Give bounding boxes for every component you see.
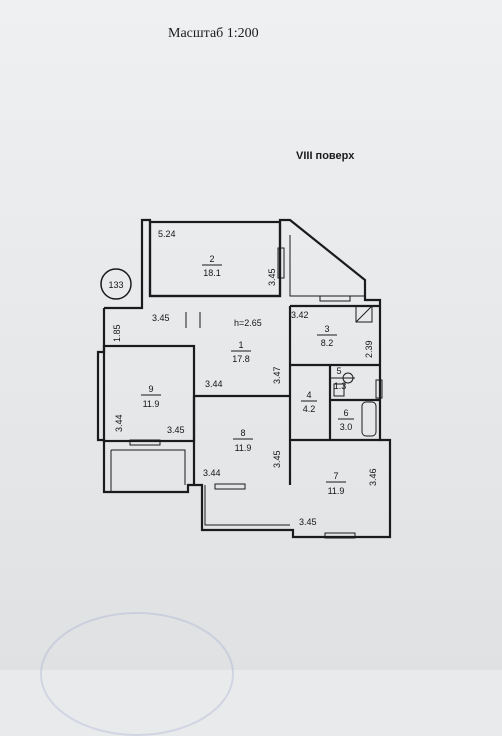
room-4-area: 4.2: [303, 404, 316, 414]
room-9-label: 9 11.9: [141, 384, 161, 409]
apartment-number-marker: 133: [100, 268, 132, 300]
apartment-number: 133: [108, 280, 123, 290]
dim-3-45-room9: 3.45: [167, 425, 185, 435]
room-5-label: 5 1.3: [334, 366, 347, 391]
room-7-number: 7: [333, 471, 338, 481]
dim-3-45-room2: 3.45: [267, 268, 277, 286]
room-3-label: 3 8.2: [317, 324, 337, 348]
dim-2-39: 2.39: [364, 340, 374, 358]
dim-3-45-room8: 3.45: [272, 450, 282, 468]
room-8-area: 11.9: [235, 443, 252, 453]
room-7-area: 11.9: [328, 486, 345, 496]
room-9-area: 11.9: [143, 399, 160, 409]
scale-title: Масштаб 1:200: [168, 26, 259, 41]
dim-3-42: 3.42: [291, 310, 309, 320]
dim-5-24: 5.24: [158, 229, 176, 239]
paper-background: [0, 0, 502, 670]
dim-3-46: 3.46: [368, 468, 378, 486]
room-7-label: 7 11.9: [326, 471, 346, 496]
room-1-label: 1 17.8: [231, 340, 251, 364]
dim-3-44-room8: 3.44: [203, 468, 221, 478]
ceiling-height: h=2.65: [234, 318, 262, 328]
dim-1-85: 1.85: [112, 324, 122, 342]
dimension-labels: 5.24 3.45 1.85 3.45 3.42 2.39 3.44 3.47 …: [112, 229, 378, 527]
room-1-area: 17.8: [232, 354, 250, 364]
room-8-number: 8: [240, 428, 245, 438]
room-2-number: 2: [209, 254, 214, 264]
room-2-label: 2 18.1: [202, 254, 222, 278]
floor-plan: 133 2 18.1 1 17.8 3 8.2 4 4.2 5 1.3 6 3.…: [96, 218, 392, 539]
room-4-label: 4 4.2: [301, 390, 317, 414]
room-6-area: 3.0: [340, 422, 353, 432]
room-4-number: 4: [306, 390, 311, 400]
room-5-number: 5: [336, 366, 341, 376]
room-6-number: 6: [343, 408, 348, 418]
windows: [129, 247, 383, 539]
fixtures: [333, 305, 377, 437]
room-6-label: 6 3.0: [338, 408, 354, 432]
room-1-number: 1: [238, 340, 243, 350]
floor-title: VIII поверх: [296, 150, 355, 162]
dim-3-44-room9: 3.44: [114, 414, 124, 432]
dim-3-45-hall: 3.45: [152, 313, 170, 323]
room-9-number: 9: [148, 384, 153, 394]
room-3-number: 3: [324, 324, 329, 334]
room-2-area: 18.1: [203, 268, 221, 278]
room-3-area: 8.2: [321, 338, 334, 348]
dim-3-47: 3.47: [272, 366, 282, 384]
room-8-label: 8 11.9: [233, 428, 253, 453]
dim-3-44-hall: 3.44: [205, 379, 223, 389]
dim-3-45-room7: 3.45: [299, 517, 317, 527]
room-5-area: 1.3: [334, 381, 347, 391]
